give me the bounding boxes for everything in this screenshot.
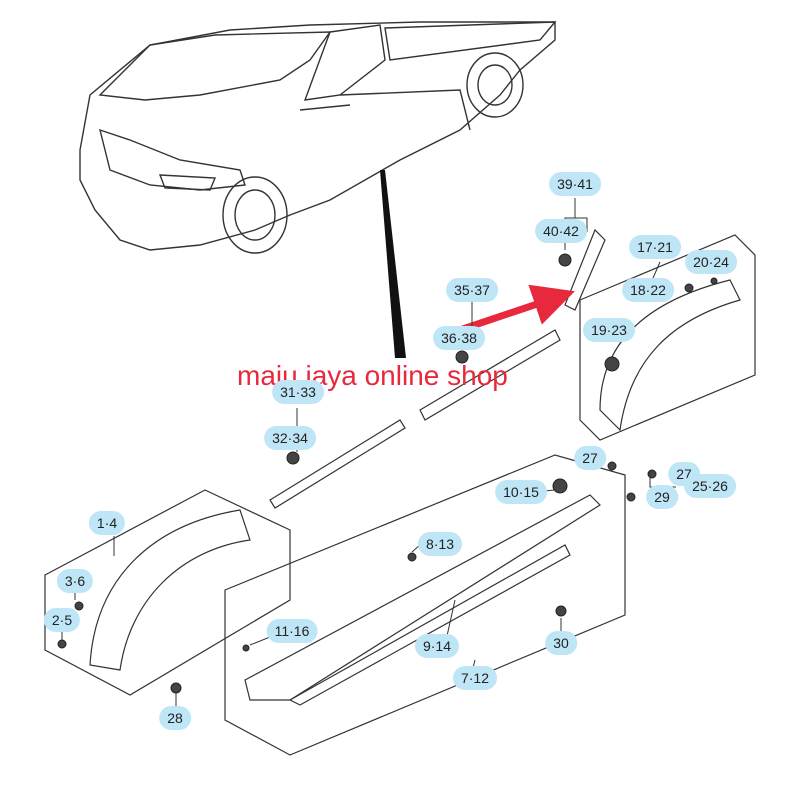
callout-20-24: 20·24 [685,250,737,274]
front-box [44,489,291,696]
callout-18-22: 18·22 [622,278,674,302]
callout-8-13: 8·13 [417,532,463,556]
callout-30: 30 [545,631,577,655]
side-sill [244,494,601,701]
callout-35-37: 35·37 [446,278,498,302]
callout-17-21: 17·21 [629,235,681,259]
sill-box [224,454,626,756]
callout-27-a: 27 [574,446,606,470]
callout-28: 28 [159,706,191,730]
callout-25-26: 25·26 [684,474,736,498]
callout-2-5: 2·5 [43,608,81,632]
front-fender-flare [89,509,251,671]
callout-1-4: 1·4 [88,511,126,535]
callout-11-16: 11·16 [266,619,318,643]
callout-19-23: 19·23 [583,318,635,342]
callout-3-6: 3·6 [56,569,94,593]
fasteners [57,253,718,694]
callout-36-38: 36·38 [433,326,485,350]
front-door-molding [269,419,406,509]
callout-29: 29 [646,485,678,509]
car-outline [79,21,557,254]
side-sill-lower [288,544,571,706]
rear-box [579,234,756,441]
callout-31-33: 31·33 [272,380,324,404]
callout-9-14: 9·14 [414,634,460,658]
rear-door-molding [419,329,561,421]
callout-32-34: 32·34 [264,426,316,450]
callout-39-41: 39·41 [549,172,601,196]
pointer-wedge [380,170,406,358]
callout-7-12: 7·12 [452,666,498,690]
callout-40-42: 40·42 [535,219,587,243]
rear-fender-flare [599,279,741,432]
callout-10-15: 10·15 [495,480,547,504]
